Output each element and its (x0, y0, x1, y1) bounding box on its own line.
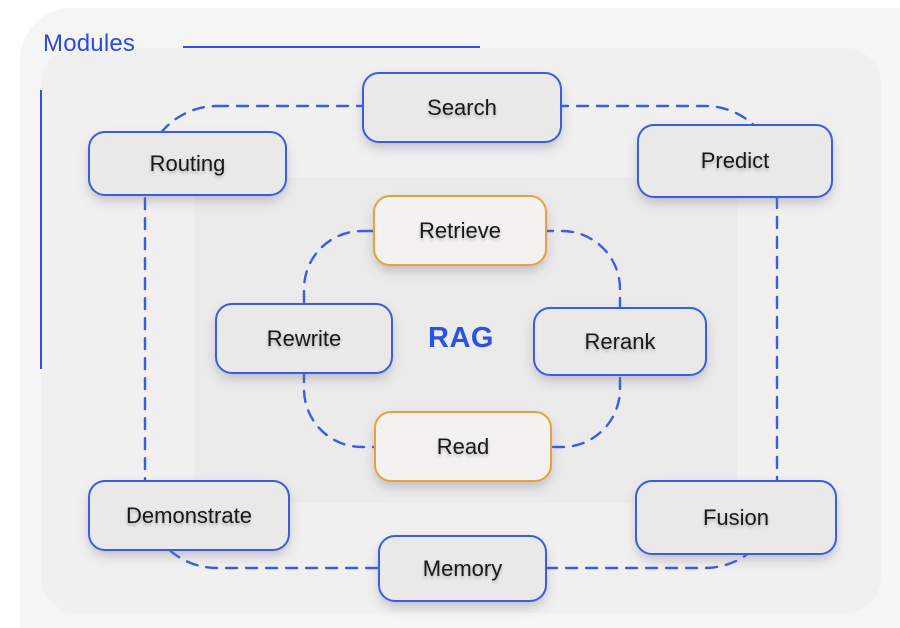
panel-title: Modules (43, 30, 136, 57)
module-search[interactable]: Search (362, 72, 562, 143)
module-demonstrate[interactable]: Demonstrate (88, 480, 290, 551)
module-predict[interactable]: Predict (637, 124, 833, 198)
module-retrieve[interactable]: Retrieve (373, 195, 547, 266)
left-accent-line (40, 90, 42, 369)
module-fusion[interactable]: Fusion (635, 480, 837, 555)
module-routing[interactable]: Routing (88, 131, 287, 196)
module-read[interactable]: Read (374, 411, 552, 482)
rag-center-label: RAG (428, 322, 494, 354)
module-rerank[interactable]: Rerank (533, 307, 707, 376)
module-rewrite[interactable]: Rewrite (215, 303, 393, 374)
title-underline (183, 46, 480, 48)
module-memory[interactable]: Memory (378, 535, 547, 602)
